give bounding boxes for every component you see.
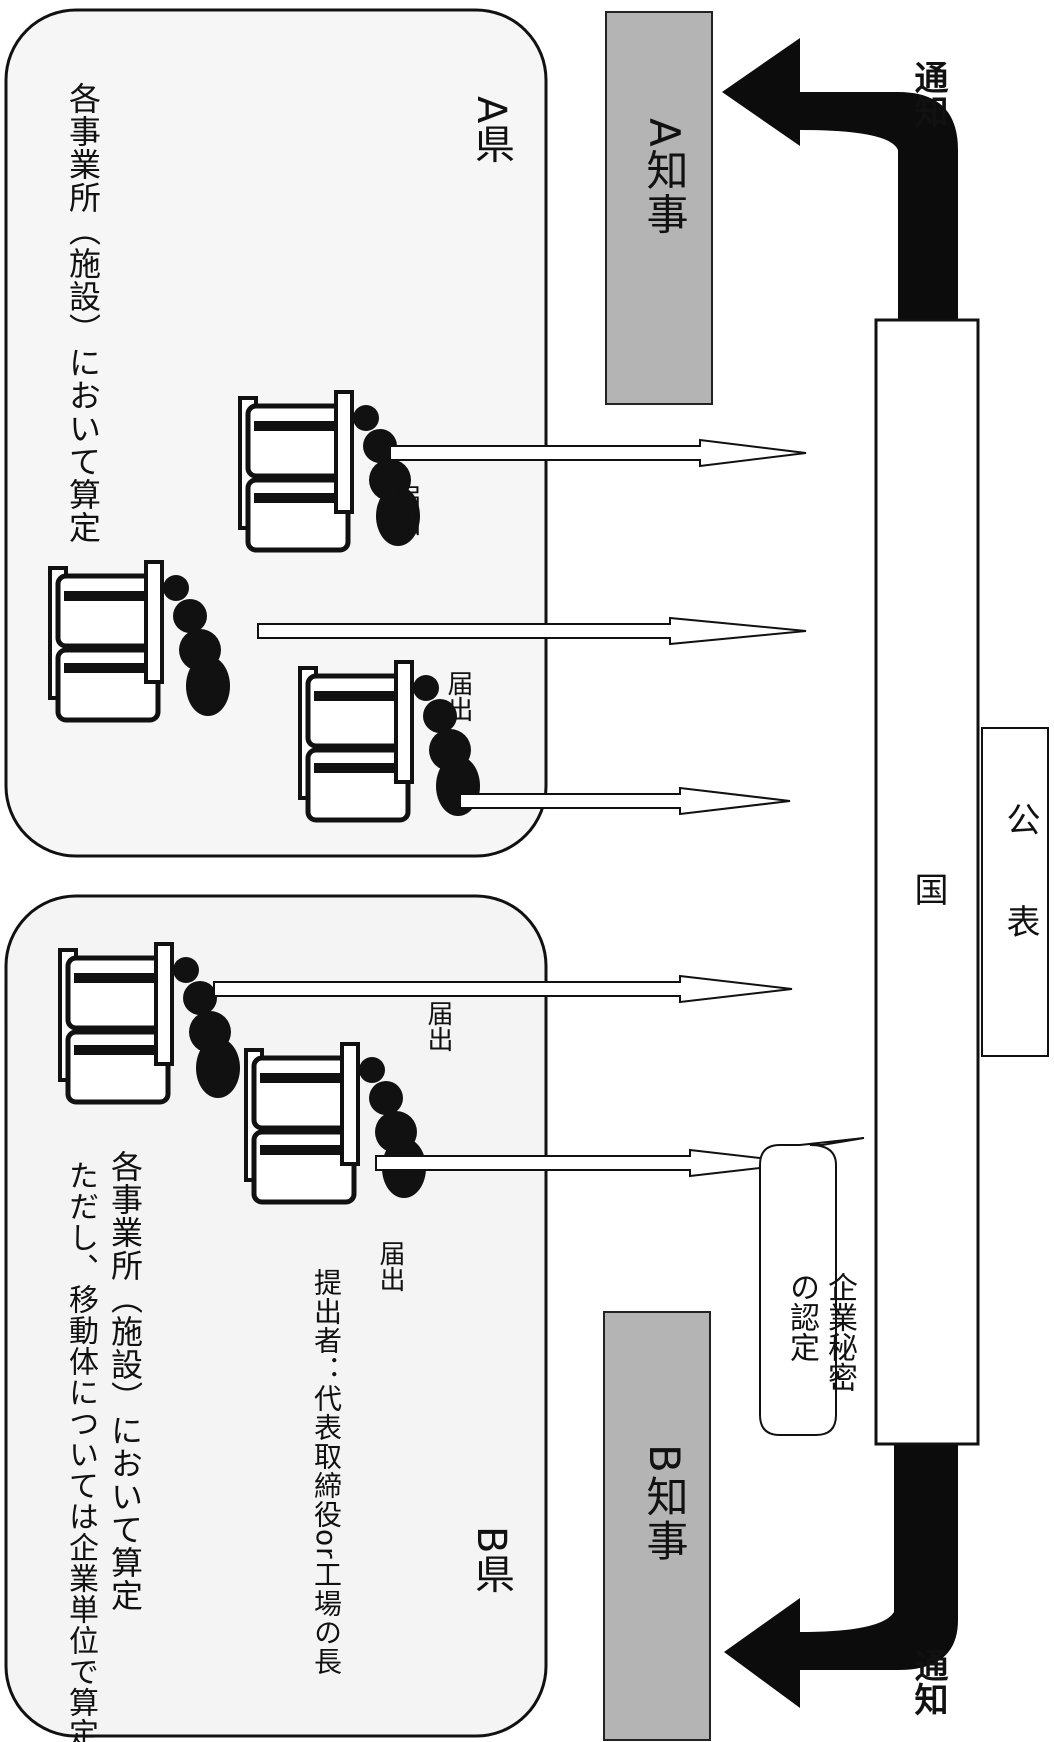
notification-label-b1: 届出 (423, 1000, 453, 1052)
governor-b-box (603, 1311, 711, 1741)
region-a-note: 各事業所（施設）において算定 (64, 82, 102, 544)
governor-a-box (605, 11, 713, 405)
region-b-mobile-note: ただし、移動体については企業単位で算定 (63, 1160, 98, 1742)
notification-arrow-a3 (459, 786, 791, 816)
region-b-label: B県 (468, 1526, 514, 1594)
publish-box (981, 727, 1049, 1057)
callout-text: 企業秘密 の認定 (782, 1272, 858, 1392)
notification-label-a2: 届出 (443, 670, 473, 722)
notify-arrow-b (724, 1444, 958, 1708)
region-a-label: A県 (468, 96, 514, 164)
notification-arrows (213, 438, 807, 1178)
publish-label: 公 表 (1000, 802, 1040, 938)
notification-arrow-b1 (213, 974, 793, 1004)
callout-line-2: の認定 (784, 1272, 819, 1362)
notification-arrow-a2 (257, 616, 807, 646)
callout-bubble (759, 1137, 865, 1436)
national-bar (874, 318, 980, 1446)
notify-arrow-a (722, 38, 958, 322)
flow-label-b: 通知 (908, 1648, 948, 1716)
region-b-submitter-note: 提出者：代表取締役or工場の長 (310, 1268, 343, 1676)
governor-b-label: B知事 (640, 1444, 689, 1563)
region-b-note: 各事業所（施設）において算定 (106, 1150, 144, 1612)
notification-label-a1: 届出 (391, 484, 421, 536)
region-b-box (4, 894, 548, 1738)
notification-arrow-b2 (375, 1148, 805, 1178)
flow-label-a: 通知 (908, 60, 948, 128)
governor-a-label: A知事 (640, 118, 689, 237)
callout-line-1: 企業秘密 (822, 1272, 857, 1392)
national-label: 国 (908, 872, 948, 906)
notification-label-b2: 届出 (375, 1240, 405, 1292)
notification-arrow-a1 (389, 438, 807, 468)
